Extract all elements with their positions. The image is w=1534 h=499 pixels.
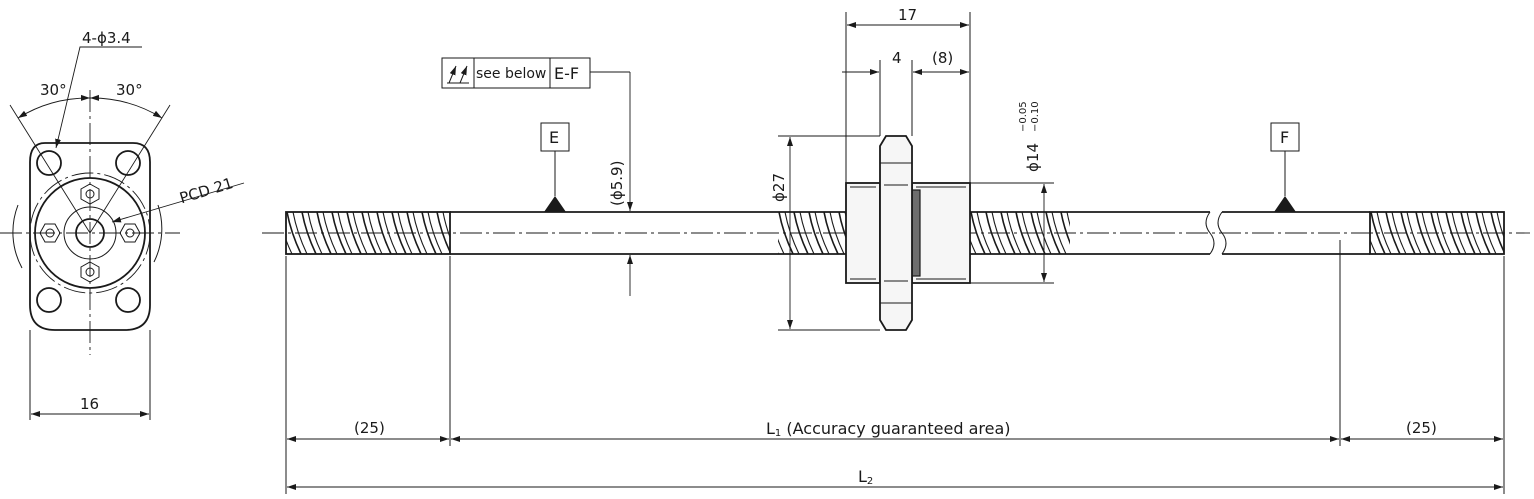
thread-flank (1385, 212, 1401, 254)
thread-flank (1460, 212, 1476, 254)
thread-flank (970, 212, 986, 254)
thread-flank (808, 212, 824, 254)
thread-flank (412, 212, 428, 254)
thread-flank (331, 212, 347, 254)
thread-flank (970, 238, 977, 254)
thread-flank (421, 212, 437, 254)
thread-flank (1430, 212, 1446, 254)
thread-flank (337, 212, 353, 254)
thread-flank (1481, 212, 1497, 254)
thread-flank (1406, 212, 1422, 254)
thread-flank (352, 212, 368, 254)
nut-tol-upper: −0.05 (1018, 101, 1029, 132)
l2-label: L2 (858, 467, 873, 487)
thread-flank (778, 238, 785, 254)
thread-flank (391, 212, 407, 254)
thread-flank (361, 212, 377, 254)
end-right-label: (25) (1406, 419, 1437, 437)
thread-flank (991, 212, 1007, 254)
thread-flank (829, 212, 845, 254)
thread-flank (367, 212, 383, 254)
thread-flank (346, 212, 362, 254)
angle-right-label: 30° (116, 81, 143, 99)
thread-flank (1436, 212, 1452, 254)
thread-flank (427, 212, 443, 254)
thread-flank (322, 212, 338, 254)
thread-flank (1021, 212, 1037, 254)
thread-flank (1006, 212, 1022, 254)
thread-flank (1400, 212, 1416, 254)
nut-tol-lower: −0.10 (1030, 101, 1041, 132)
mounting-holes (36, 150, 141, 313)
thread-flank (823, 212, 839, 254)
thread-right (1370, 212, 1504, 254)
thread-left (286, 212, 450, 254)
thread-flank (976, 212, 992, 254)
thread-flank (1415, 212, 1431, 254)
datum-e-label: E (549, 128, 559, 147)
thread-flank (307, 212, 323, 254)
l1-label: L1 (Accuracy guaranteed area) (766, 419, 1011, 439)
thread-flank (1475, 212, 1491, 254)
thread-flank (397, 212, 413, 254)
thread-flank (1421, 212, 1437, 254)
thread-flank (1451, 212, 1467, 254)
nut-offset-label: (8) (932, 49, 953, 67)
root-diameter-label: (ϕ5.9) (608, 161, 626, 206)
thread-flank (1391, 212, 1407, 254)
thread-flank (1496, 212, 1504, 239)
thread-flank (286, 238, 293, 254)
width-label: 16 (80, 395, 99, 413)
thread-flank (286, 212, 302, 254)
thread-flank (382, 212, 398, 254)
thread-flank (406, 212, 422, 254)
thread-flank (799, 212, 815, 254)
flange-outline (29, 142, 151, 331)
end-left-label: (25) (354, 419, 385, 437)
thread-flank (442, 212, 450, 239)
thread-flank (1000, 212, 1016, 254)
angle-left-label: 30° (40, 81, 67, 99)
thread-flank (1060, 212, 1070, 245)
flange-plate (879, 135, 913, 331)
nut-collar-left (845, 182, 881, 284)
thread-flank (292, 212, 308, 254)
thread-flank (1370, 238, 1377, 254)
thread-flank (1466, 212, 1482, 254)
nut-diameter-label: ϕ14 (1024, 143, 1042, 172)
thread-flank (1445, 212, 1461, 254)
thread-flank (814, 212, 830, 254)
end-view: 30° 30° 4-ϕ3.4 PCD 21 16 (0, 29, 245, 420)
thread-flank (301, 212, 317, 254)
thread-flank (1370, 212, 1386, 254)
thread-flank (1051, 212, 1067, 254)
datum-f: F (1270, 122, 1300, 212)
nut-body (911, 182, 971, 284)
thread-flank (1066, 212, 1070, 227)
thread-under-flange (778, 212, 850, 254)
pcd-label: PCD 21 (177, 174, 235, 207)
flange-diameter-label: ϕ27 (770, 173, 788, 202)
thread-flank (793, 212, 809, 254)
hole-callout: 4-ϕ3.4 (82, 29, 131, 47)
total-runout-icon (447, 65, 469, 84)
note-text: see below (476, 66, 546, 82)
flange-thickness-label: 4 (892, 49, 902, 67)
note-ref: E-F (554, 64, 579, 83)
thread-flank (985, 212, 1001, 254)
thread-flank (316, 212, 332, 254)
shaft-view: 17 4 (8) ϕ27 ϕ14 −0.05 −0.10 (ϕ5.9) (262, 6, 1530, 494)
reference-arc (12, 204, 23, 269)
flange-length-label: 17 (898, 6, 917, 24)
datum-f-label: F (1280, 128, 1289, 147)
datum-e: E (540, 122, 570, 212)
thread-flank (376, 212, 392, 254)
thread-flank (838, 212, 850, 250)
runout-note: see below E-F (441, 57, 630, 89)
ball-nut (845, 135, 971, 331)
thread-flank (1376, 212, 1392, 254)
thread-flank (1015, 212, 1031, 254)
